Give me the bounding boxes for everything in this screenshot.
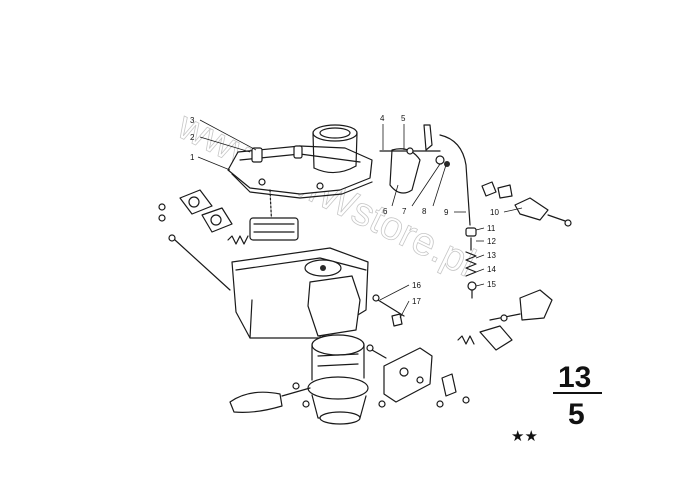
accelerator-pump xyxy=(158,189,233,291)
choke-linkage-assembly xyxy=(379,124,572,227)
mounting-screw xyxy=(372,294,405,327)
callout-labels: 1 2 3 4 5 6 7 8 9 10 11 12 13 14 15 16 1… xyxy=(190,114,499,306)
callout-7: 7 xyxy=(402,207,407,216)
callout-10: 10 xyxy=(490,208,499,217)
callout-11: 11 xyxy=(487,224,496,233)
callout-9: 9 xyxy=(444,208,449,217)
group-number: 13 5 xyxy=(553,361,602,431)
throttle-body xyxy=(307,275,369,425)
callout-13: 13 xyxy=(487,251,496,260)
callout-17: 17 xyxy=(412,297,421,306)
throttle-lever-linkage xyxy=(366,344,470,408)
callout-8: 8 xyxy=(422,207,427,216)
group-sub-number: 5 xyxy=(568,398,585,431)
callout-6: 6 xyxy=(383,207,388,216)
callout-12: 12 xyxy=(487,237,496,246)
callout-leader-lines xyxy=(197,119,523,319)
callout-14: 14 xyxy=(487,265,496,274)
group-main-number: 13 xyxy=(558,361,591,394)
callout-1: 1 xyxy=(190,153,195,162)
choke-cable-lever xyxy=(229,382,311,413)
callout-16: 16 xyxy=(412,281,421,290)
callout-4: 4 xyxy=(380,114,385,123)
rating-stars: ★★ xyxy=(511,427,538,445)
callout-5: 5 xyxy=(401,114,406,123)
callout-2: 2 xyxy=(190,133,195,142)
carburetor-top-cover xyxy=(227,124,373,231)
return-spring-bracket xyxy=(457,289,553,351)
callout-3: 3 xyxy=(190,116,195,125)
callout-15: 15 xyxy=(487,280,496,289)
